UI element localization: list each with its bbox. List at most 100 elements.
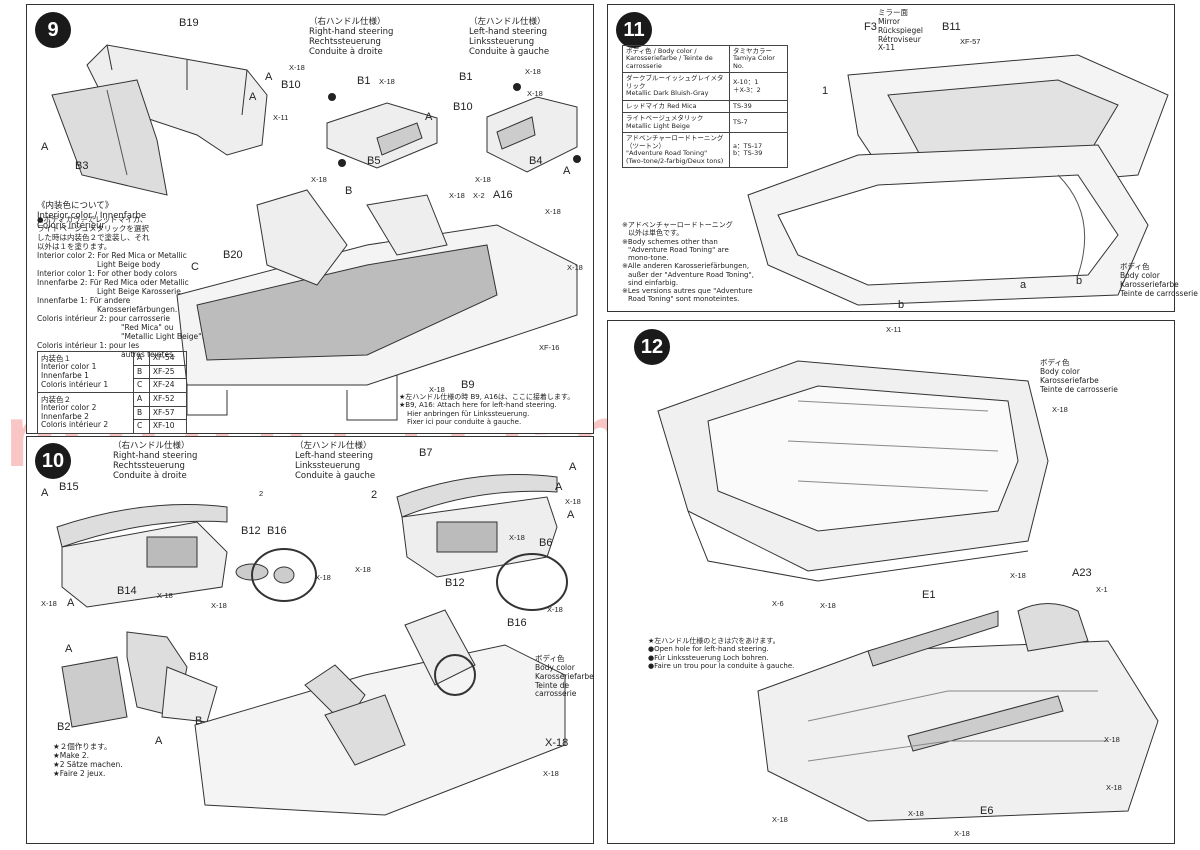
center-console-lhd: [486, 83, 581, 173]
interior-tub-drawing: [176, 189, 578, 421]
part-label: X-18: [41, 599, 57, 608]
part-label: X-18: [545, 207, 561, 216]
part-label: A: [67, 597, 75, 609]
part-label: B11: [942, 21, 961, 33]
part-label: E1: [922, 589, 936, 601]
part-label: X-18: [908, 809, 924, 818]
dashboard-lhd-drawing: [396, 474, 568, 611]
part-label: 2: [371, 489, 378, 501]
steering-wheel-rhd: [251, 548, 317, 602]
part-label: X-18: [449, 191, 465, 200]
part-label: B2: [57, 721, 71, 733]
step-number-10: 10: [35, 443, 71, 479]
part-label: B3: [75, 160, 89, 172]
part-label: B1: [357, 75, 371, 87]
part-label: B12: [445, 577, 465, 589]
part-label: B1: [459, 71, 473, 83]
part-label: X-18: [311, 175, 327, 184]
dashboard-rhd-drawing: [56, 504, 269, 608]
step-11-panel: 11 ボディ色 / Body color / Karosseriefarbe /…: [607, 4, 1198, 312]
part-label: A: [567, 509, 575, 521]
part-label: X-18: [567, 263, 583, 272]
part-label: X-18: [545, 737, 569, 749]
table-row: ボディ色 / Body color / Karosseriefarbe / Te…: [622, 44, 788, 74]
chassis-with-fuel-tank-drawing: [757, 603, 1159, 822]
part-label: F3: [864, 21, 877, 33]
step-number-11: 11: [616, 12, 652, 48]
part-label: XF-16: [539, 343, 560, 352]
part-label: A: [41, 141, 49, 153]
part-label: X-18: [543, 769, 559, 778]
part-label: A: [41, 487, 49, 499]
step-number-9: 9: [35, 12, 71, 48]
table-row: アドベンチャーロードトーニング（ツートン）"Adventure Road Ton…: [622, 132, 788, 169]
part-label: X-18: [429, 385, 445, 394]
part-label: A: [563, 165, 571, 177]
part-label: B16: [267, 525, 287, 537]
part-label: X-2: [473, 191, 485, 200]
part-label: X-18: [565, 497, 581, 506]
part-label: X-11: [886, 325, 902, 334]
part-label: X-18: [547, 605, 563, 614]
part-label: B19: [179, 17, 199, 29]
part-label: B18: [189, 651, 209, 663]
part-label: X-18: [157, 591, 173, 600]
part-label: B10: [281, 79, 301, 91]
step-9-panel: 9 B19 A A B3 A （右ハンドル仕様）Right-hand steer…: [26, 4, 594, 434]
part-label: B12: [241, 525, 261, 537]
part-label: X-18: [289, 63, 305, 72]
part-label: B10: [453, 101, 473, 113]
body-underside-drawing: [657, 360, 1049, 582]
part-label: X-18: [820, 601, 836, 610]
part-label: X-18: [475, 175, 491, 184]
part-label: X-18: [1106, 783, 1122, 792]
body-color-table: ボディ色 / Body color / Karosseriefarbe / Te…: [622, 44, 788, 169]
part-label: B14: [117, 585, 137, 597]
part-label: A23: [1072, 567, 1092, 579]
part-label: X-18: [527, 89, 543, 98]
lhd-hole-note: ★左ハンドル仕様のときは穴をあけます。●Open hole for left-h…: [648, 637, 795, 670]
part-label: B7: [419, 447, 433, 459]
lhd-attach-note: ★左ハンドル仕様の時 B9, A16は、ここに接着します。★B9, A16: A…: [399, 393, 575, 426]
part-label: X-18: [1010, 571, 1026, 580]
part-label: B6: [539, 537, 553, 549]
part-label: B5: [367, 155, 381, 167]
part-label: b: [898, 299, 905, 311]
part-label: a: [1020, 279, 1027, 291]
interior-color-notes: ●ボディカラーでレッドマイカ、ライトベージュメタリックを選択した時は内装色２で塗…: [37, 215, 204, 359]
part-label: C: [191, 261, 199, 273]
part-label: A: [249, 91, 257, 103]
part-label: 2: [259, 489, 264, 498]
interior-tub-drawing: [194, 609, 566, 816]
part-label: B9: [461, 379, 475, 391]
part-label: A16: [493, 189, 513, 201]
part-label: E6: [980, 805, 994, 817]
part-label: B15: [59, 481, 79, 493]
part-label: A: [155, 735, 163, 747]
part-label: XF-57: [960, 37, 981, 46]
front-seat-drawing: [61, 631, 218, 728]
table-row: レッドマイカ Red Mica TS-39: [622, 99, 788, 114]
part-label: A: [265, 71, 273, 83]
part-label: X-18: [211, 601, 227, 610]
part-label: A: [555, 481, 563, 493]
